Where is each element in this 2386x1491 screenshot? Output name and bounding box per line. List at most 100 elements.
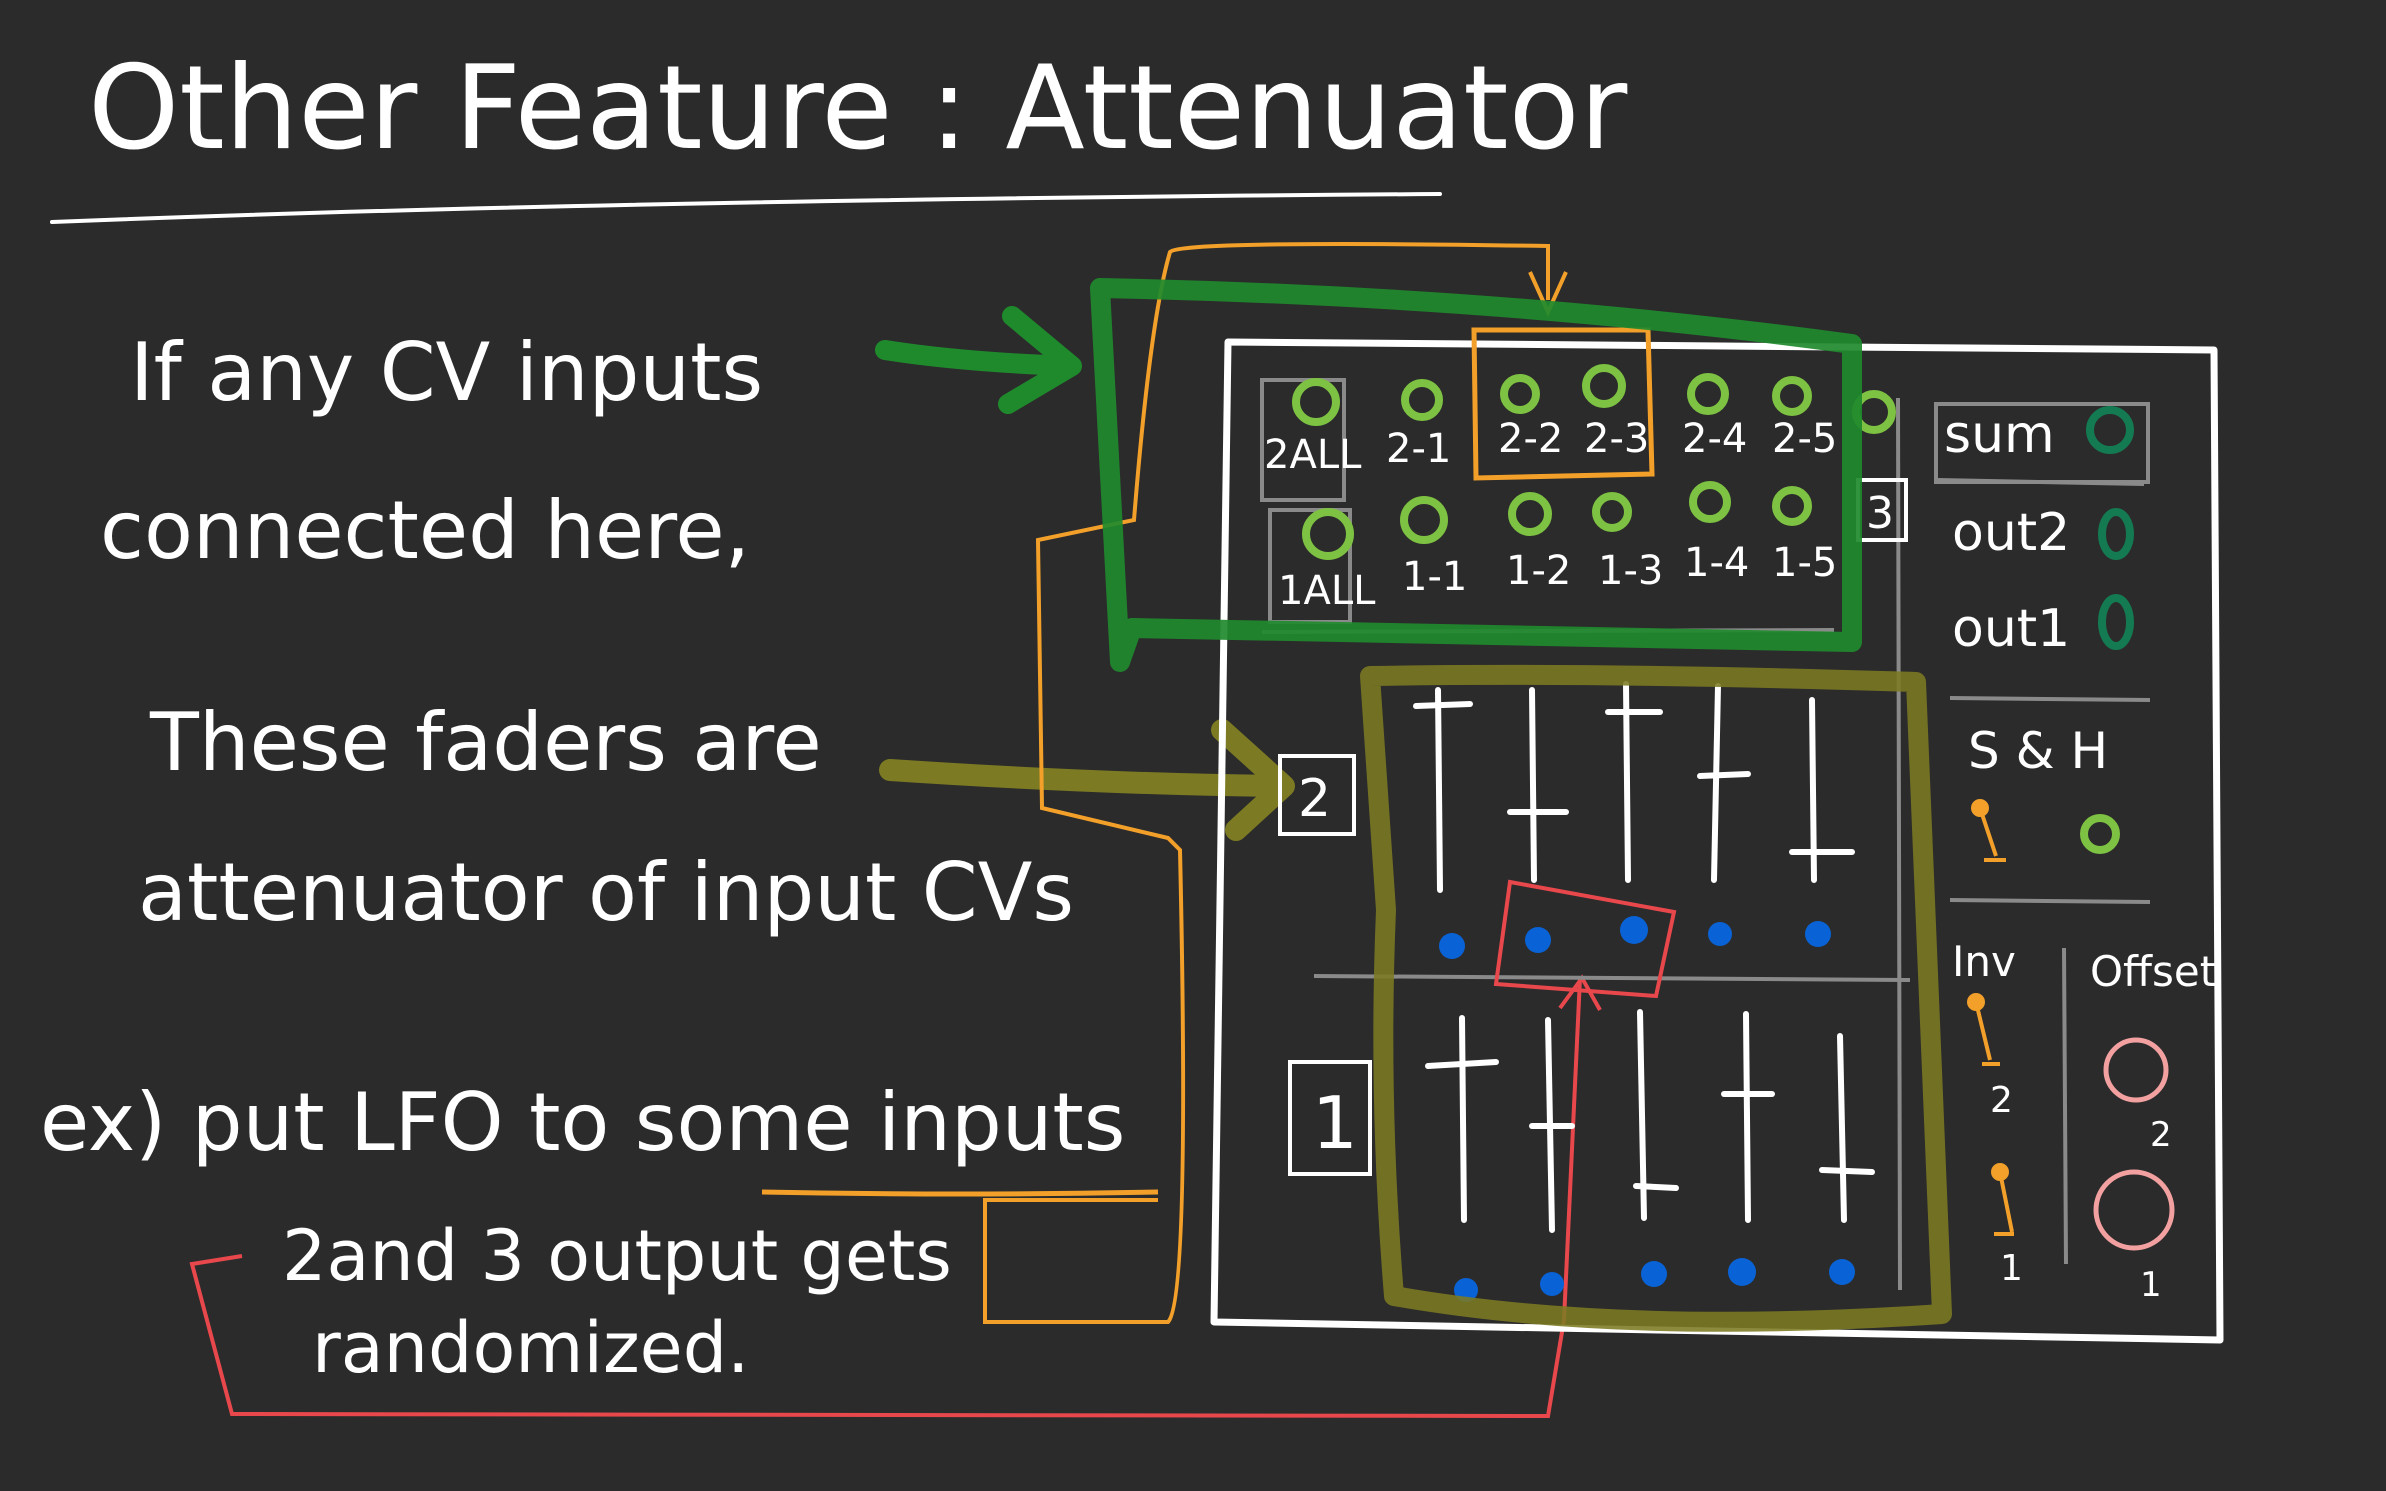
led-2-3 — [1620, 916, 1648, 944]
label-2all: 2ALL — [1264, 432, 1362, 478]
box-2-label: 2 — [1298, 769, 1331, 829]
label-1-3: 1-3 — [1598, 548, 1663, 594]
red-connector — [189, 977, 1582, 1419]
box-1 — [1288, 1060, 1372, 1176]
jack-2-3[interactable] — [1582, 364, 1626, 408]
fader-1-5[interactable] — [1819, 1033, 1875, 1223]
note-line-4: attenuator of input CVs — [138, 846, 1074, 939]
sum-jack[interactable] — [2086, 406, 2134, 454]
label-1all: 1ALL — [1278, 568, 1376, 614]
out1-jack[interactable] — [2098, 594, 2134, 650]
fader-row-2 — [1413, 681, 1855, 893]
group-box-2all — [1260, 378, 1346, 502]
inv-switch-1[interactable] — [1991, 1163, 2014, 1236]
jack-1-5[interactable] — [1772, 486, 1812, 526]
separator-vertical — [1896, 397, 1902, 1291]
page-title: Other Feature : Attenuator — [88, 41, 1628, 176]
jack-2-4[interactable] — [1687, 373, 1729, 415]
fader-1-4[interactable] — [1721, 1011, 1775, 1223]
jack-1-2[interactable] — [1508, 492, 1552, 536]
out2-jack[interactable] — [2098, 508, 2134, 560]
title-underline — [50, 192, 1442, 224]
fader-row-1 — [1425, 1009, 1875, 1233]
led-2-4 — [1708, 922, 1732, 946]
sh-label: S & H — [1968, 722, 2108, 780]
note-line-1: If any CV inputs — [130, 326, 763, 419]
note-line-6: 2and 3 output gets — [282, 1215, 952, 1297]
note-line-3: These faders are — [149, 696, 822, 789]
sum-label: sum — [1944, 405, 2055, 465]
some-inputs-underline — [761, 1189, 1159, 1197]
inv-1-label: 1 — [2000, 1248, 2023, 1289]
green-arrow — [875, 306, 1082, 414]
fader-2-2[interactable] — [1507, 687, 1569, 883]
fader-2-4[interactable] — [1697, 683, 1751, 883]
module-panel — [1210, 338, 2224, 1344]
cv-inputs-highlight — [1090, 278, 1862, 672]
group-box-sum — [1934, 402, 2150, 484]
box-2 — [1278, 754, 1356, 836]
out-divider — [1949, 696, 2151, 702]
led-2-1 — [1439, 933, 1465, 959]
offset-knob-1[interactable] — [2093, 1169, 2175, 1251]
red-highlight-box — [1493, 879, 1677, 999]
fader-1-3[interactable] — [1633, 1009, 1679, 1221]
inv-offset-divider — [2062, 947, 2068, 1265]
offset-1-label: 1 — [2140, 1265, 2162, 1305]
inv-label: Inv — [1952, 937, 2016, 986]
offset-knob-2[interactable] — [2103, 1037, 2169, 1103]
note-line-7: randomized. — [312, 1307, 749, 1389]
label-2-2: 2-2 — [1498, 416, 1563, 462]
faders-highlight — [1360, 664, 1952, 1332]
jack-2-1[interactable] — [1401, 379, 1443, 421]
row2-labels: 2ALL 2-1 2-2 2-3 2-4 2-5 — [1264, 416, 1837, 478]
row1-labels: 1ALL 1-1 1-2 1-3 1-4 1-5 — [1278, 540, 1837, 614]
fader-2-5[interactable] — [1789, 697, 1855, 883]
fader-2-3[interactable] — [1605, 681, 1663, 883]
jack-1all[interactable] — [1302, 508, 1354, 560]
led-row-2 — [1439, 916, 1831, 959]
sh-jack[interactable] — [2080, 814, 2120, 854]
orange-highlight-box — [1471, 327, 1655, 481]
label-2-4: 2-4 — [1682, 416, 1747, 462]
led-1-3 — [1641, 1261, 1667, 1287]
separator-faders — [1313, 974, 1911, 982]
label-2-5: 2-5 — [1772, 416, 1837, 462]
fader-1-1[interactable] — [1425, 1015, 1499, 1223]
led-1-2 — [1540, 1272, 1564, 1296]
label-1-1: 1-1 — [1402, 554, 1467, 600]
led-1-5 — [1829, 1259, 1855, 1285]
jack-2-5[interactable] — [1772, 376, 1812, 416]
note-line-2: connected here, — [100, 484, 750, 577]
label-1-5: 1-5 — [1772, 540, 1837, 586]
jack-2all[interactable] — [1292, 378, 1340, 426]
row1-jacks — [1302, 481, 1812, 560]
fader-2-1[interactable] — [1413, 687, 1473, 893]
row2-jacks — [1292, 364, 1896, 434]
led-2-2 — [1525, 927, 1551, 953]
out1-label: out1 — [1952, 599, 2070, 659]
olive-arrow — [879, 719, 1295, 841]
sh-divider — [1949, 898, 2151, 904]
led-2-5 — [1805, 921, 1831, 947]
led-1-4 — [1728, 1258, 1756, 1286]
offset-label: Offset — [2090, 947, 2216, 996]
jack-1-4[interactable] — [1689, 481, 1731, 523]
orange-connector — [983, 242, 1550, 1324]
jack-2-2[interactable] — [1500, 374, 1540, 414]
sh-switch[interactable] — [1971, 799, 2006, 862]
offset-2-label: 2 — [2150, 1115, 2172, 1155]
jack-1-3[interactable] — [1592, 492, 1632, 532]
box-3-label: 3 — [1866, 488, 1894, 539]
label-2-1: 2-1 — [1386, 426, 1451, 472]
inv-switch-2[interactable] — [1967, 993, 2000, 1066]
box-1-label: 1 — [1312, 1081, 1358, 1165]
label-1-4: 1-4 — [1684, 540, 1749, 586]
jack-1-1[interactable] — [1400, 496, 1448, 544]
label-1-2: 1-2 — [1506, 548, 1571, 594]
led-row-1 — [1454, 1258, 1855, 1302]
fader-1-2[interactable] — [1529, 1017, 1575, 1233]
inv-2-label: 2 — [1990, 1080, 2013, 1121]
out2-label: out2 — [1952, 503, 2070, 563]
led-1-1 — [1454, 1278, 1478, 1302]
